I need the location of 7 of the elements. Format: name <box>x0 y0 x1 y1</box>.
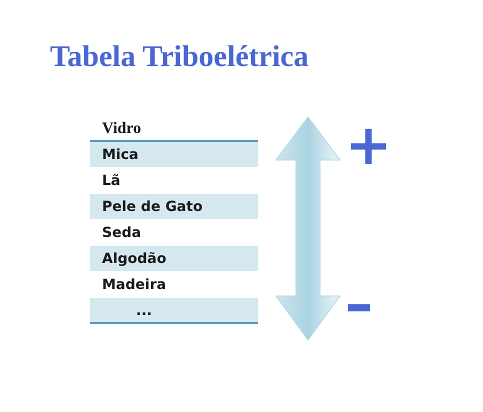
table-cell: ... <box>90 298 258 324</box>
table-cell: Pele de Gato <box>90 194 258 220</box>
table-cell: Mica <box>90 142 258 168</box>
minus-sign: – <box>345 277 373 333</box>
title: Tabela Triboelétrica <box>50 40 309 74</box>
plus-sign: + <box>345 118 392 174</box>
table-cell: Algodão <box>90 246 258 272</box>
